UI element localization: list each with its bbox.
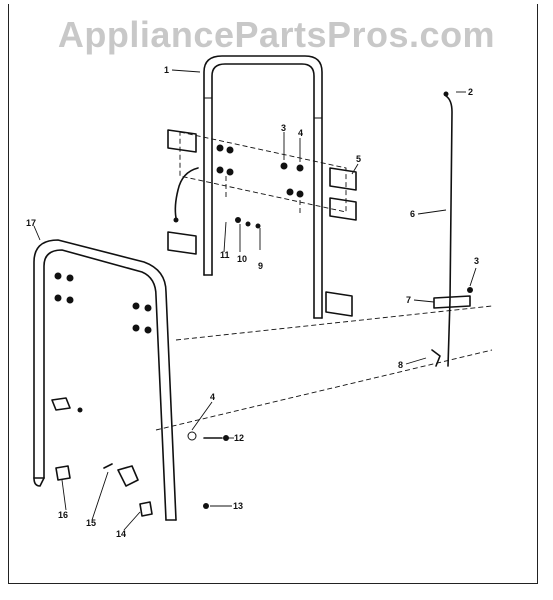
callout-4: 4 xyxy=(298,128,303,138)
callout-12: 12 xyxy=(234,433,244,443)
callout-5: 5 xyxy=(356,154,361,164)
callout-10: 10 xyxy=(237,254,247,264)
lower-frame xyxy=(33,239,177,521)
cable xyxy=(173,167,199,223)
lower-hardware xyxy=(51,272,229,517)
callout-15: 15 xyxy=(86,518,96,528)
callout-16: 16 xyxy=(58,510,68,520)
watermark-logo: AppliancePartsPros.com xyxy=(57,14,496,55)
callout-11: 11 xyxy=(220,250,230,260)
control-rod xyxy=(431,91,473,367)
callout-9: 9 xyxy=(258,261,263,271)
callout-7: 7 xyxy=(406,295,411,305)
upper-brackets xyxy=(167,129,357,317)
diagram-frame xyxy=(8,4,538,584)
upper-hardware xyxy=(216,144,304,229)
upper-handle xyxy=(203,55,323,319)
callout-17: 17 xyxy=(26,218,36,228)
callout-3: 3 xyxy=(281,123,286,133)
callout-labels: 1 2 3 4 5 6 7 8 9 10 11 3 4 12 13 14 15 … xyxy=(26,65,479,539)
callout-4b: 4 xyxy=(210,392,215,402)
mounting-plate xyxy=(179,131,347,216)
callout-13: 13 xyxy=(233,501,243,511)
callout-14: 14 xyxy=(116,529,126,539)
callout-8: 8 xyxy=(398,360,403,370)
callout-2: 2 xyxy=(468,87,473,97)
leader-lines xyxy=(33,69,477,531)
lower-guides xyxy=(155,305,493,431)
callout-1: 1 xyxy=(164,65,169,75)
callout-3b: 3 xyxy=(474,256,479,266)
callout-6: 6 xyxy=(410,209,415,219)
